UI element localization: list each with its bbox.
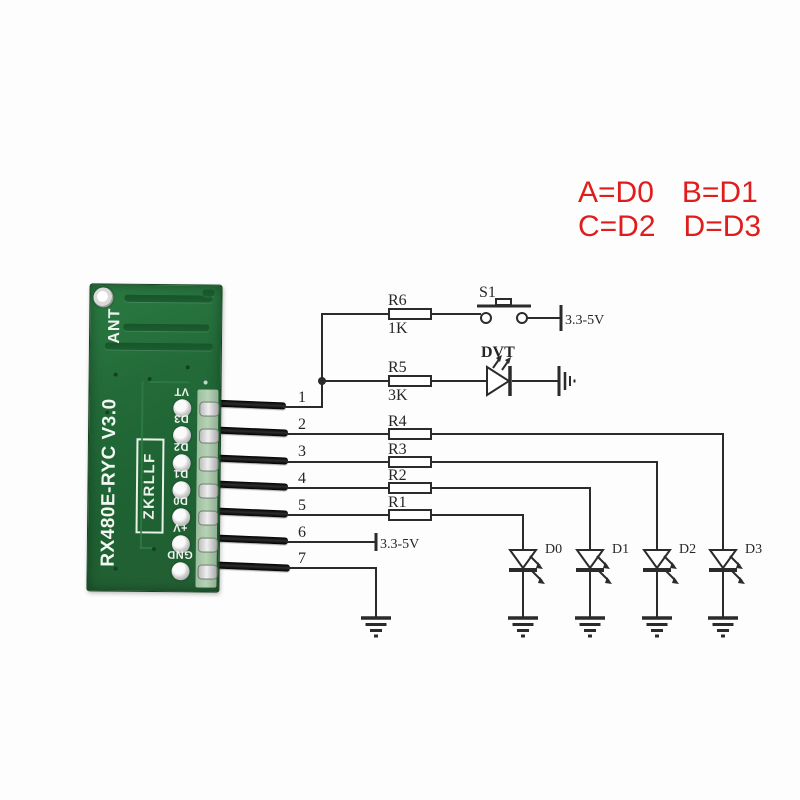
label-r5: R5 bbox=[388, 359, 407, 376]
resistor-r3 bbox=[388, 456, 432, 468]
label-r5-value: 3K bbox=[388, 387, 408, 404]
pin-number-6: 6 bbox=[298, 524, 306, 541]
dvt-ground bbox=[557, 366, 576, 396]
label-led-d2: D2 bbox=[679, 542, 696, 557]
dvt-arrowhead bbox=[496, 355, 502, 362]
legend-row-2: C=D2 D=D3 bbox=[578, 210, 761, 244]
label-r1: R1 bbox=[388, 494, 407, 511]
resistor-r6 bbox=[388, 308, 432, 320]
pin-number-2: 2 bbox=[298, 416, 306, 433]
channel-legend: A=D0 B=D1 C=D2 D=D3 bbox=[578, 176, 761, 244]
led-d1 bbox=[575, 549, 612, 638]
wire-r4-d3 bbox=[431, 433, 724, 550]
legend-b-d1: B=D1 bbox=[681, 176, 758, 209]
label-led-d3: D3 bbox=[745, 542, 762, 557]
wire-r1-d0 bbox=[431, 514, 524, 550]
pin7-ground bbox=[361, 616, 391, 638]
dvt-arrowhead bbox=[505, 357, 511, 364]
pin-number-4: 4 bbox=[298, 470, 306, 487]
s1-contact-left bbox=[480, 312, 492, 324]
legend-c-d2: C=D2 bbox=[578, 210, 656, 243]
label-s1: S1 bbox=[479, 284, 496, 301]
label-led-d1: D1 bbox=[612, 542, 629, 557]
wire-junction-dot bbox=[318, 377, 326, 385]
led-d0 bbox=[508, 549, 545, 638]
schematic-wires bbox=[283, 305, 724, 618]
label-r2: R2 bbox=[388, 467, 407, 484]
label-supply-top: 3.3-5V bbox=[565, 313, 604, 328]
pin-number-3: 3 bbox=[298, 443, 306, 460]
wire-r3-d2 bbox=[431, 461, 658, 550]
legend-d-d3: D=D3 bbox=[683, 210, 762, 243]
label-r6: R6 bbox=[388, 292, 407, 309]
output-leds bbox=[508, 549, 745, 638]
wire-r2-d1 bbox=[431, 487, 591, 550]
led-d2 bbox=[642, 549, 679, 638]
resistor-r2 bbox=[388, 482, 432, 494]
dvt-led-triangle bbox=[486, 365, 511, 397]
led-d3 bbox=[708, 549, 745, 638]
label-r4: R4 bbox=[388, 413, 407, 430]
label-r3: R3 bbox=[388, 441, 407, 458]
schematic-labels: 1 2 3 4 5 6 7 R6 1K S1 3.3-5V R5 3K DVT … bbox=[298, 284, 762, 567]
s1-contact-right bbox=[516, 312, 528, 324]
label-dvt: DVT bbox=[481, 344, 515, 361]
wire-pin7-gnd bbox=[287, 567, 377, 618]
pin-number-1: 1 bbox=[298, 389, 306, 406]
s1-actuator bbox=[495, 298, 512, 306]
push-button-s1 bbox=[477, 298, 531, 324]
pin-number-5: 5 bbox=[298, 497, 306, 514]
resistors bbox=[388, 308, 432, 521]
resistor-r4 bbox=[388, 428, 432, 440]
legend-row-1: A=D0 B=D1 bbox=[578, 176, 758, 210]
resistor-r5 bbox=[388, 375, 432, 387]
wire-pin1 bbox=[283, 313, 389, 408]
legend-a-d0: A=D0 bbox=[578, 176, 654, 209]
resistor-r1 bbox=[388, 509, 432, 521]
pin-number-7: 7 bbox=[298, 550, 306, 567]
label-supply-pin6: 3.3-5V bbox=[380, 537, 419, 552]
label-led-d0: D0 bbox=[545, 542, 562, 557]
dvt-led bbox=[486, 355, 576, 397]
label-r6-value: 1K bbox=[388, 320, 408, 337]
